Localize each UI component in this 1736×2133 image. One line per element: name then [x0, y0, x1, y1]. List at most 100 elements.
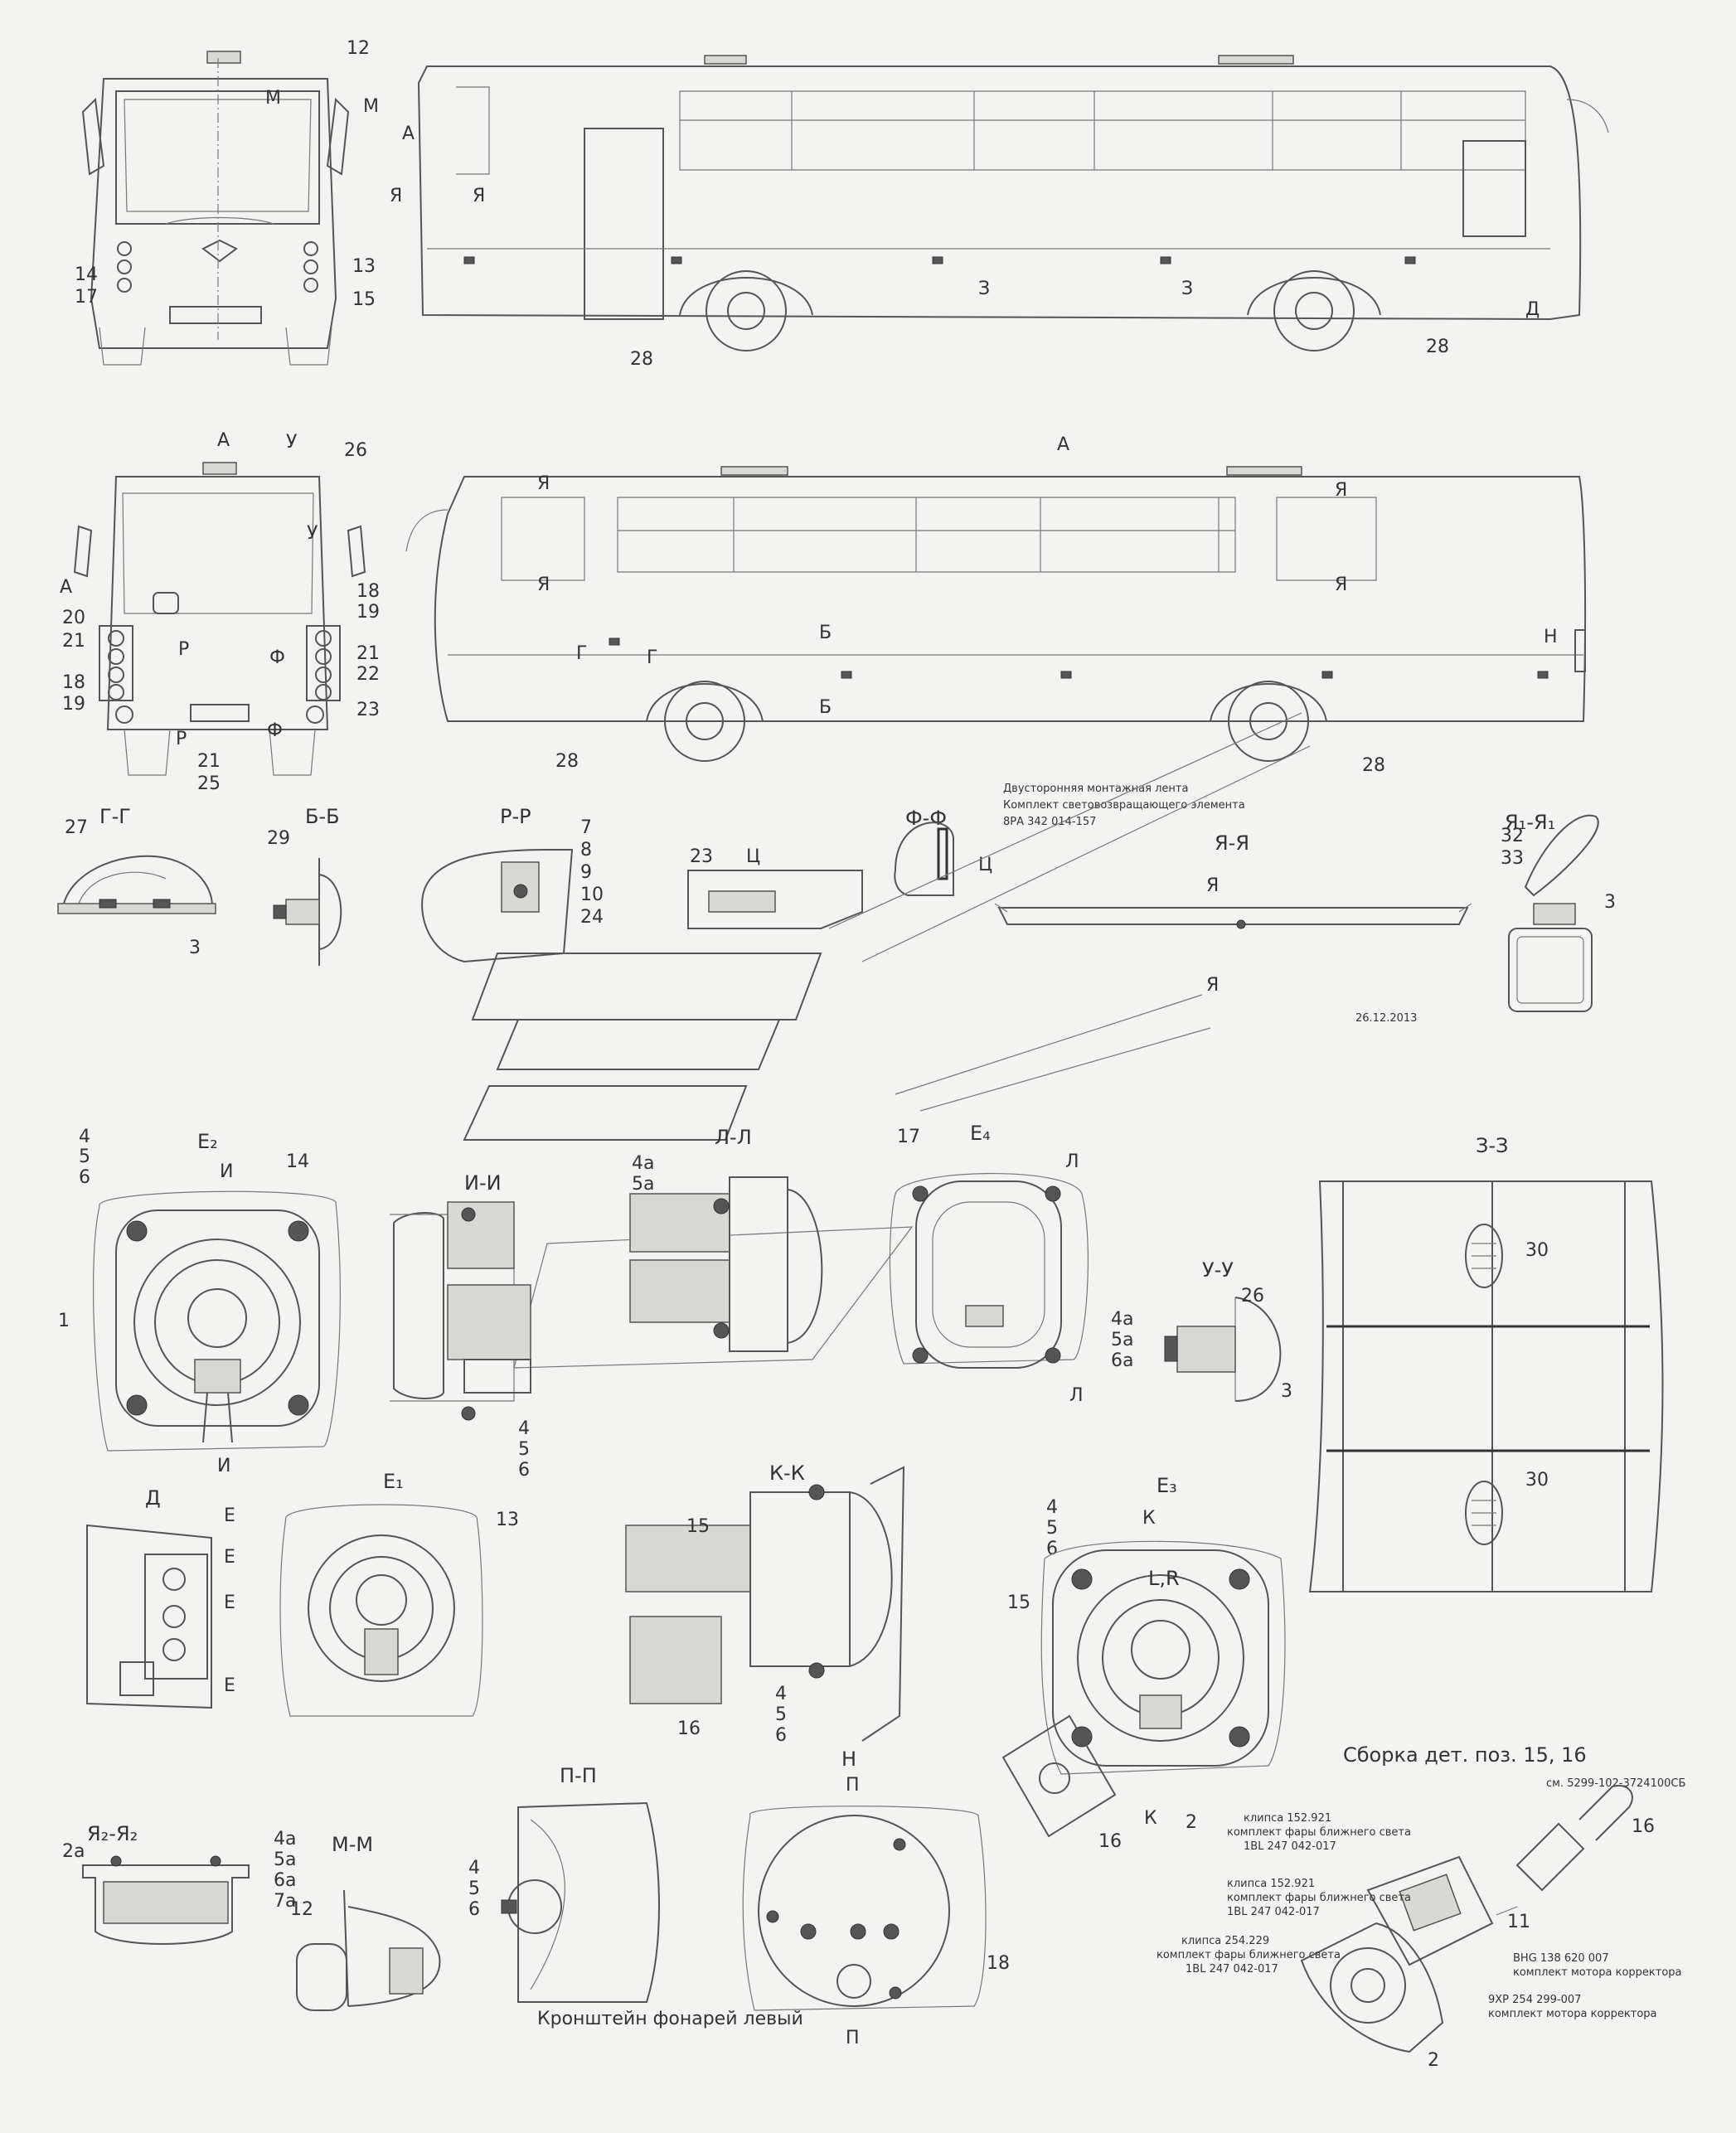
note-clip2-b: комплект фары ближнего света [1227, 1892, 1411, 1904]
label-21-r: 21 [356, 643, 380, 664]
marker-i-2: И [217, 1456, 230, 1476]
label-4-kk: 4 [775, 1684, 787, 1704]
label-5a-ll: 5а [632, 1174, 654, 1195]
label-15: 15 [352, 289, 376, 310]
label-3-ya1: 3 [1604, 892, 1616, 913]
note-date: 26.12.2013 [1355, 1012, 1417, 1025]
label-15-kk: 15 [686, 1516, 710, 1537]
marker-b: Б [819, 623, 832, 643]
marker-a-rear: А [217, 430, 230, 451]
label-28: 28 [630, 349, 653, 370]
marker-u: У [286, 432, 298, 453]
label-5-kk: 5 [775, 1704, 787, 1725]
bus-front-view [81, 51, 350, 366]
label-28-2: 28 [1426, 337, 1449, 357]
label-25: 25 [197, 773, 221, 794]
section-title-rr: Р-Р [500, 805, 531, 828]
label-6-e2: 6 [79, 1167, 90, 1188]
marker-a1: А [60, 577, 72, 598]
marker-ts: Ц [978, 855, 992, 875]
label-6-pp: 6 [468, 1899, 480, 1920]
label-30-2: 30 [1525, 1470, 1549, 1491]
assembly-exploded-drawing [1300, 1785, 1633, 2053]
label-5a-ya2: 5а [274, 1849, 296, 1870]
label-5-e2: 5 [79, 1146, 90, 1167]
label-6a-e4: 6а [1111, 1350, 1133, 1371]
section-title-n: Н [841, 1748, 856, 1771]
note-clip2: клипса 152.921 [1227, 1878, 1315, 1890]
marker-ya2: Я [537, 473, 550, 494]
marker-e4: Е [224, 1675, 235, 1696]
lamp-e3-drawing [1001, 1540, 1286, 1838]
note-clip1-c: 1BL 247 042-017 [1244, 1840, 1336, 1853]
marker-ya2-3: Я [1335, 480, 1347, 501]
label-4-e2: 4 [79, 1127, 90, 1147]
label-15-e3: 15 [1007, 1592, 1030, 1613]
label-21-bottom: 21 [197, 751, 221, 772]
label-6-e3: 6 [1046, 1539, 1058, 1559]
note-tape: Двусторонняя монтажная лента [1003, 783, 1188, 795]
note-bhg: BHG 138 620 007 [1513, 1952, 1609, 1965]
marker-e2: Е [224, 1547, 235, 1568]
label-28-4: 28 [1362, 755, 1385, 776]
label-16-kk: 16 [677, 1719, 701, 1739]
label-16-e3: 16 [1098, 1831, 1122, 1852]
note-assembly: Сборка дет. поз. 15, 16 [1343, 1743, 1587, 1767]
label-18: 18 [62, 672, 85, 693]
note-bracket: Кронштейн фонарей левый [537, 2009, 803, 2029]
label-26-uu: 26 [1241, 1286, 1264, 1306]
label-18-r: 18 [356, 581, 380, 602]
label-4-ii: 4 [518, 1418, 530, 1439]
marker-k-2: К [1144, 1808, 1157, 1829]
marker-i: И [220, 1161, 233, 1182]
section-yaya-drawing [994, 903, 1472, 929]
label-24: 24 [580, 907, 604, 928]
label-28-3: 28 [555, 751, 579, 772]
marker-ya: Я [390, 186, 402, 206]
marker-ya2-4: Я [1335, 574, 1347, 595]
label-2-asm: 2 [1428, 2050, 1439, 2071]
section-title-bb: Б-Б [305, 805, 340, 828]
label-13: 13 [352, 256, 376, 277]
section-title-zz: З-З [1476, 1134, 1508, 1157]
marker-f-2: Ф [267, 720, 283, 741]
label-6-kk: 6 [775, 1725, 787, 1746]
note-clip2-c: 1BL 247 042-017 [1227, 1906, 1320, 1918]
marker-f: Ф [269, 647, 285, 668]
lamp-e2-drawing [92, 1190, 341, 1452]
label-33: 33 [1501, 848, 1524, 869]
marker-l: Л [1065, 1151, 1079, 1172]
label-13-e1: 13 [496, 1510, 519, 1530]
marker-g: Г [576, 643, 587, 664]
marker-p-2: П [846, 2028, 860, 2048]
marker-z: З [978, 279, 990, 299]
section-title-mm: М-М [332, 1833, 373, 1856]
label-14-e2: 14 [286, 1151, 309, 1172]
lamp-e1-drawing [279, 1504, 483, 1717]
marker-a1-side: А [1057, 434, 1069, 455]
marker-l-2: Л [1069, 1385, 1084, 1406]
section-title-e2: Е₂ [197, 1130, 218, 1153]
label-17: 17 [75, 287, 98, 308]
section-bb-drawing [273, 858, 342, 966]
marker-ya1-2: Я [1206, 975, 1219, 996]
label-4a-e4: 4а [1111, 1309, 1133, 1330]
section-title-ya1ya1: Я₁-Я₁ [1505, 811, 1555, 834]
marker-n: Н [1544, 627, 1558, 647]
section-ii-drawing [390, 1201, 531, 1421]
marker-z-2: З [1181, 279, 1193, 299]
label-5-ii: 5 [518, 1439, 530, 1460]
bus-rear-view [73, 462, 366, 776]
label-9: 9 [580, 862, 592, 883]
label-10: 10 [580, 885, 604, 905]
section-zz-drawing [1308, 1180, 1664, 1592]
note-kit: Комплект световозвращающего элемента [1003, 799, 1245, 812]
marker-u-2: У [307, 523, 318, 544]
label-4-pp: 4 [468, 1858, 480, 1878]
note-ref: см. 5299-102-3724100СБ [1546, 1777, 1685, 1790]
note-clip1: клипса 152.921 [1244, 1812, 1331, 1825]
section-title-ff: Ф-Ф [905, 807, 947, 830]
section-title-gg: Г-Г [99, 805, 131, 828]
section-ll-drawing [629, 1176, 823, 1352]
